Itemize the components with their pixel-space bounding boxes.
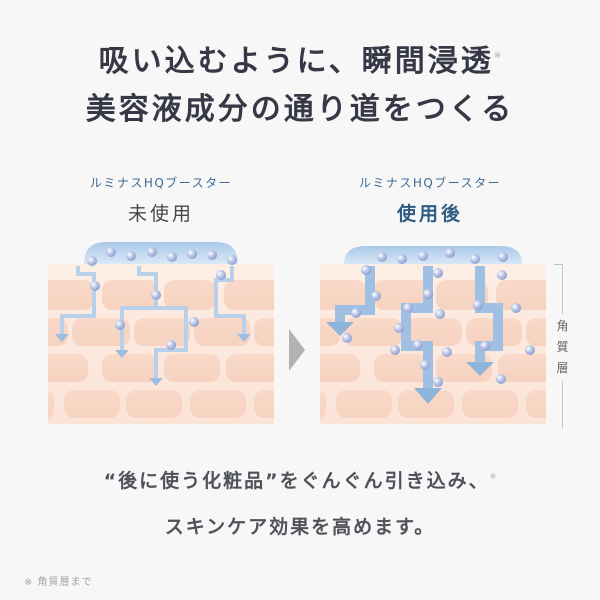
state-label: 未使用 xyxy=(127,203,194,225)
scale-tick xyxy=(554,264,562,265)
product-name: ルミナスHQブースター xyxy=(89,176,233,190)
scale-label: 角質層 xyxy=(553,314,572,381)
small-arrows xyxy=(55,334,251,386)
transition-arrow-icon xyxy=(289,329,305,371)
footnote: ※ 角質層まで xyxy=(24,577,93,588)
serum-pad xyxy=(84,242,238,268)
skin-diagram-before xyxy=(48,242,274,424)
after-heading: ルミナスHQブースター 使用後 xyxy=(315,174,545,226)
state-label: 使用後 xyxy=(396,203,463,225)
wide-arrows xyxy=(326,322,494,404)
skin-diagram-after xyxy=(320,246,546,424)
caption-line-1: “後に使う化粧品”をぐんぐん引き込み、※ xyxy=(103,470,497,492)
molecules xyxy=(342,248,535,387)
headline-line-1: 吸い込むように、瞬間浸透※ xyxy=(98,44,502,79)
stratum-corneum-scale: 角質層 xyxy=(553,264,572,428)
before-heading: ルミナスHQブースター 未使用 xyxy=(46,174,276,226)
caption-line-2: スキンケア効果を高めます。 xyxy=(164,516,436,538)
molecules xyxy=(87,247,237,350)
caption: “後に使う化粧品”をぐんぐん引き込み、※ スキンケア効果を高めます。 xyxy=(0,458,600,550)
headline-line-2: 美容液成分の通り道をつくる xyxy=(85,92,515,127)
product-name: ルミナスHQブースター xyxy=(358,176,502,190)
skin-cells xyxy=(320,280,546,418)
headline: 吸い込むように、瞬間浸透※ 美容液成分の通り道をつくる xyxy=(0,38,600,134)
